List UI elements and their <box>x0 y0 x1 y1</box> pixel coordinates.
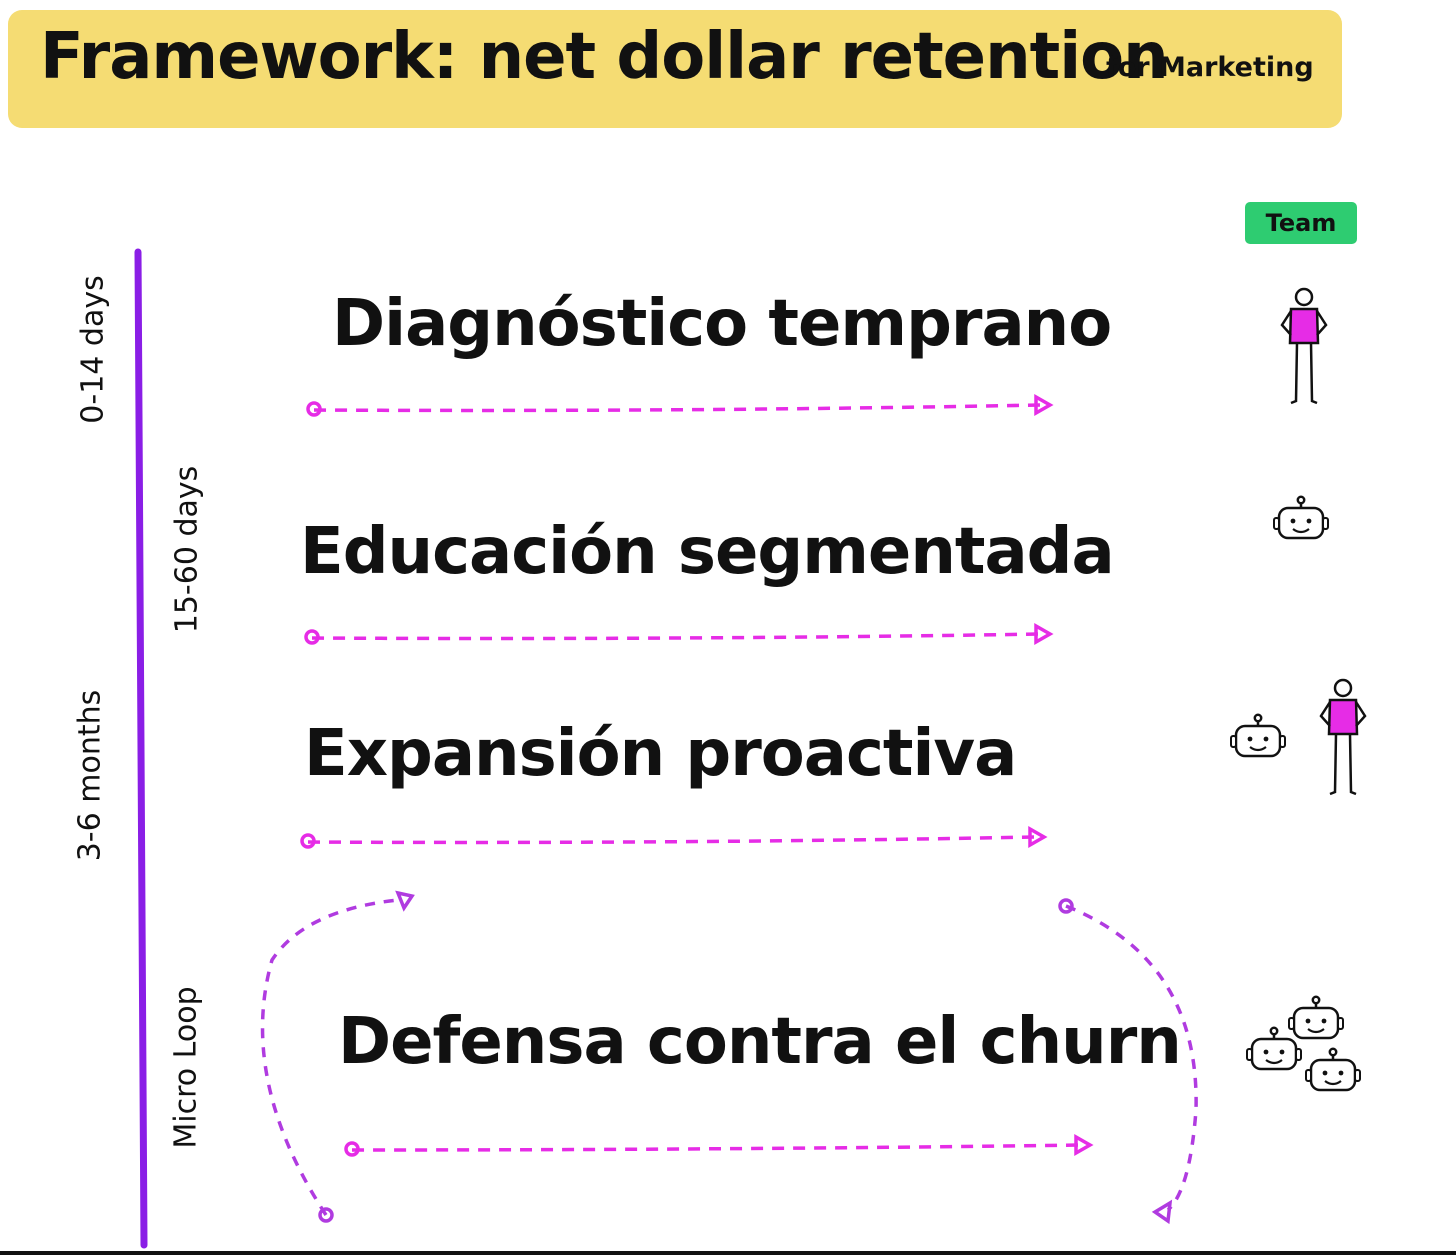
title: Framework: net dollar retention <box>40 20 1169 94</box>
step-label-expansion: Expansión proactiva <box>304 717 1017 791</box>
bottom-border <box>0 1251 1456 1255</box>
step-arrow <box>300 825 1048 849</box>
person-icon <box>1319 678 1367 796</box>
loop-arrow-right <box>1058 898 1198 1225</box>
step-arrow <box>344 1133 1094 1157</box>
title-banner <box>8 10 1342 128</box>
robot-icon <box>1272 495 1330 540</box>
step-label-diagnostico: Diagnóstico temprano <box>332 287 1112 361</box>
step-label-educacion: Educación segmentada <box>300 515 1115 589</box>
robot-icon <box>1245 1026 1303 1071</box>
robot-icon <box>1304 1047 1362 1092</box>
step-arrow <box>306 393 1054 417</box>
team-badge: Team <box>1245 202 1357 244</box>
timeline-line <box>134 248 148 1249</box>
robot-icon <box>1229 713 1287 758</box>
team-badge-label: Team <box>1265 209 1337 237</box>
loop-arrow-left <box>260 890 415 1223</box>
step-arrow <box>304 622 1054 646</box>
subtitle: for Marketing <box>1106 52 1314 83</box>
person-icon <box>1280 287 1328 405</box>
step-label-defensa: Defensa contra el churn <box>338 1005 1182 1079</box>
robot-icon <box>1287 995 1345 1040</box>
